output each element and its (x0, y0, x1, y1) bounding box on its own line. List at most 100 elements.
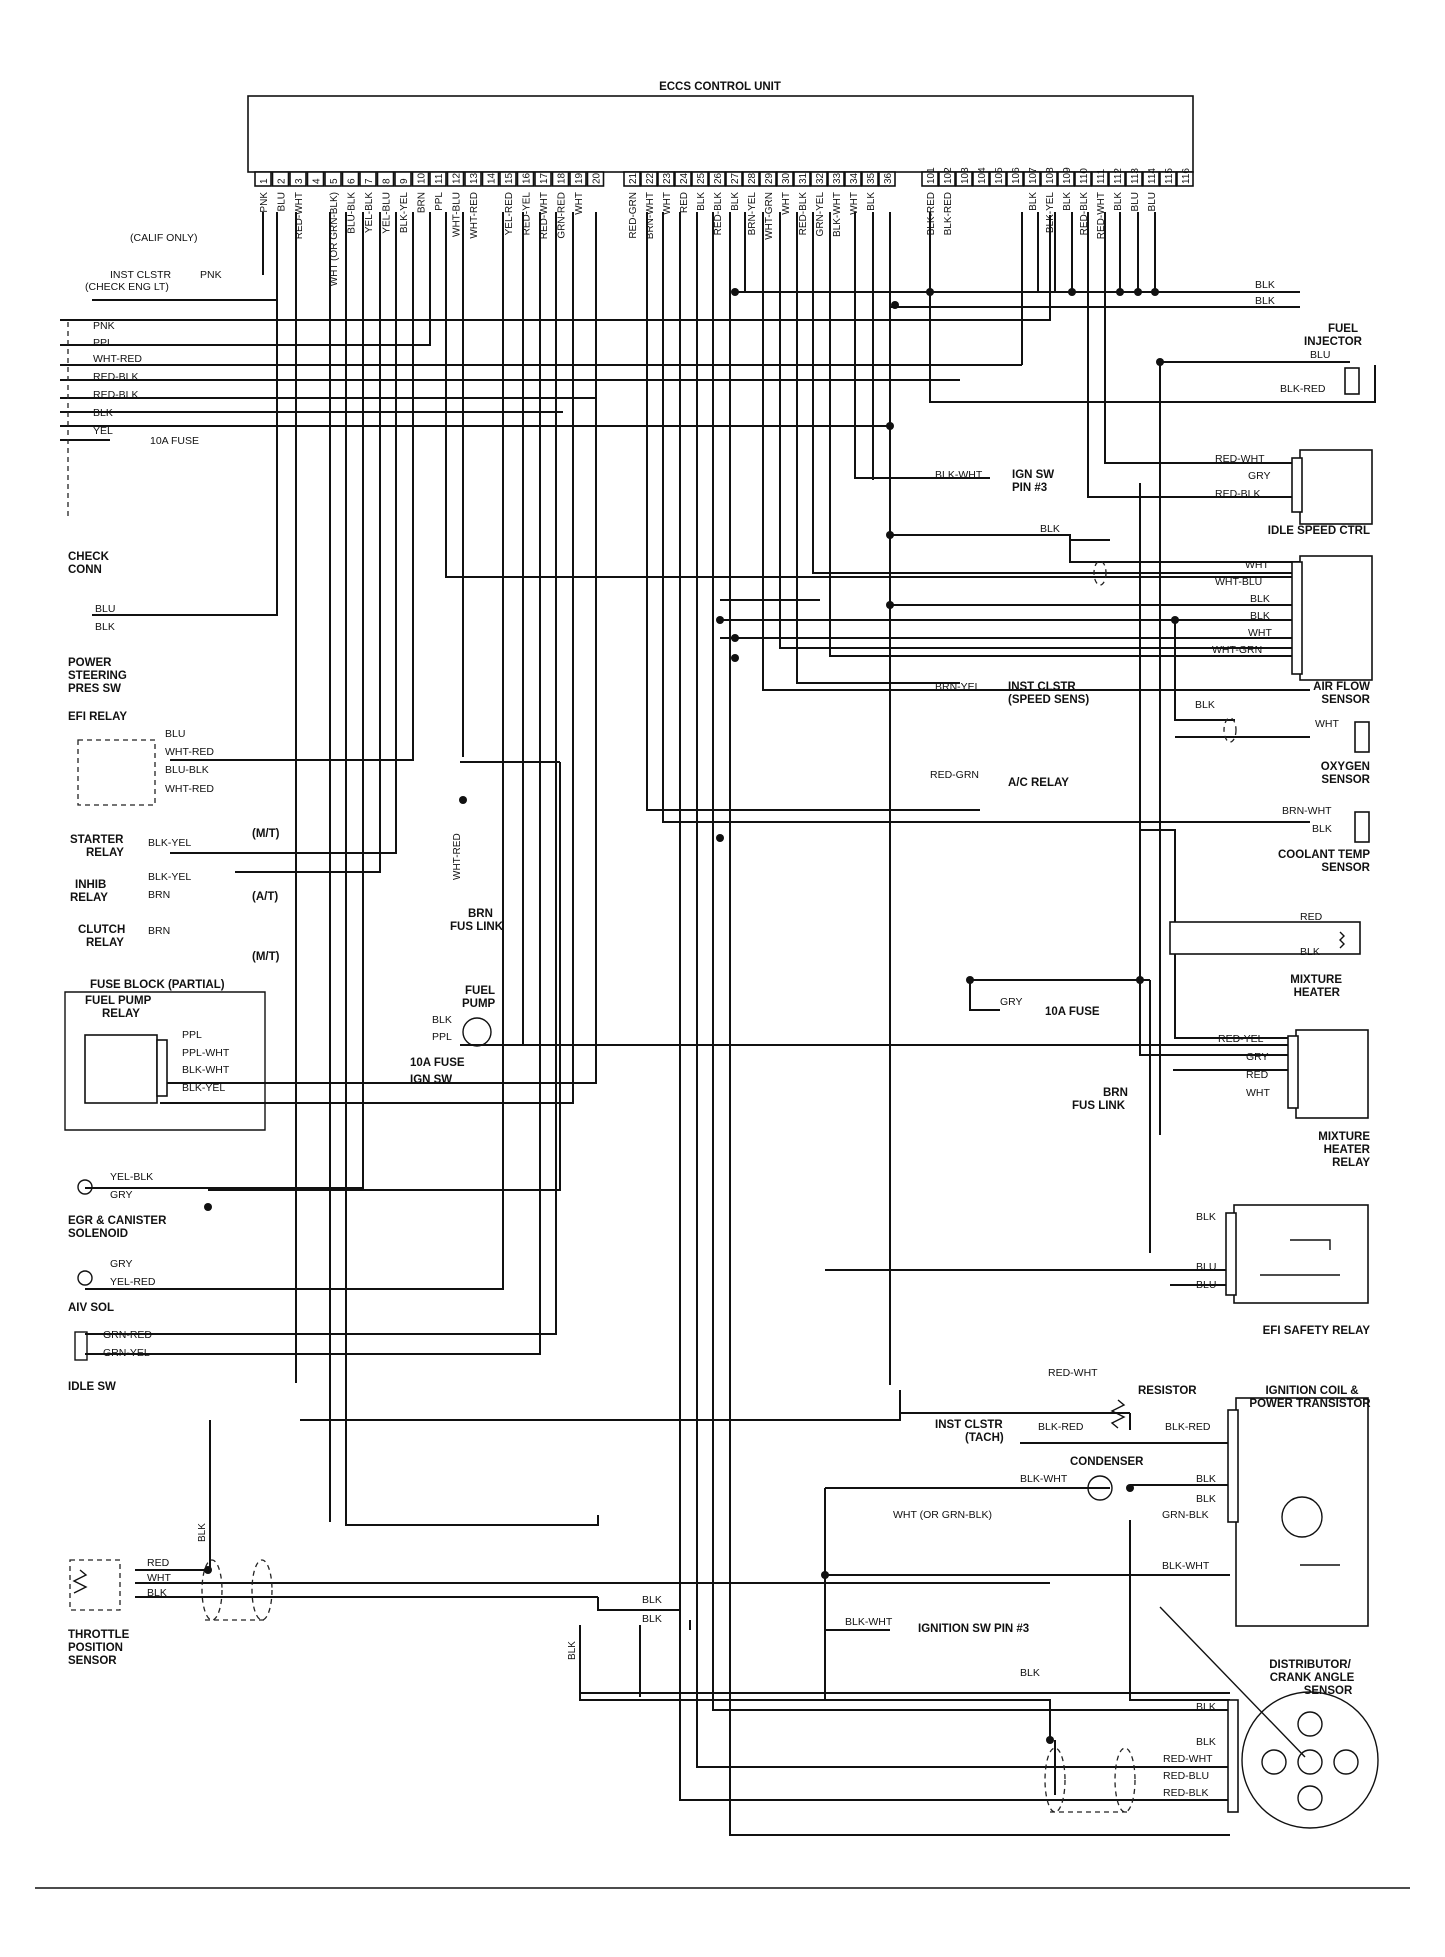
ecu-pin-number: 36 (883, 172, 894, 184)
resistor-wire: RED-WHT (1048, 1367, 1098, 1379)
ecu-pin-number: 20 (592, 172, 603, 184)
ecu-pin-number: 32 (815, 172, 826, 184)
ecu-wire-color: WHT-BLU (452, 192, 463, 237)
ecu-pin-cell (1142, 171, 1160, 187)
ecu-pin-cell (989, 171, 1007, 187)
afs-wire-4: BLK (1250, 610, 1270, 622)
clutch-label-2: RELAY (86, 937, 124, 949)
isc-wire-2: GRY (1248, 470, 1271, 482)
ecu-pin-number: 5 (329, 178, 340, 184)
ecu-pin-cell (759, 171, 777, 187)
ecu-pin-number: 31 (798, 172, 809, 184)
shield-marks (201, 560, 1237, 1813)
ecu-pin-cell (708, 171, 726, 187)
cc-wire-4: RED-BLK (93, 371, 139, 383)
ign-sw-wire: BLK-WHT (935, 469, 983, 481)
ecu-wire-color: BLK (1028, 192, 1039, 211)
fuel-injector (1344, 367, 1360, 395)
fp-fuse-label: 10A FUSE (410, 1057, 465, 1069)
cc-wire-1: PNK (93, 320, 115, 332)
ecu-pin-number: 21 (628, 172, 639, 184)
fp-wire-3: BLK-WHT (182, 1064, 230, 1076)
ecu-pin-number: 3 (294, 178, 305, 184)
ecu-pin-cell (955, 171, 973, 187)
ecu-wire-color: RED-BLK (713, 192, 724, 236)
dist-label-2: CRANK ANGLE (1270, 1672, 1355, 1684)
coil-label-1: IGNITION COIL & (1265, 1385, 1358, 1397)
dist-wire-3: RED-WHT (1163, 1753, 1213, 1765)
ecu-wire-color: BRN-YEL (747, 192, 758, 236)
ecu-wire-color: PNK (259, 192, 270, 213)
ecu-pin-number: 111 (1096, 168, 1107, 184)
ecu-pin-cell (429, 171, 447, 187)
ecu-pin-cell (742, 171, 760, 187)
ecu-pin-cell (861, 171, 879, 187)
ecu-wire-color: WHT (OR GRN-BLK) (329, 192, 340, 286)
ecu-pin-number: 101 (926, 167, 937, 184)
brn-fus-2: FUS LINK (450, 921, 504, 933)
ecu-pin-number: 104 (977, 167, 988, 184)
ecu-wire-color: WHT (781, 192, 792, 215)
ecu-pin-cell (972, 171, 990, 187)
brn-fus-1: BRN (468, 908, 493, 920)
ecu-wire-color: WHT-GRN (764, 192, 775, 240)
idle-sw-shape (74, 1331, 88, 1361)
ecu-pin-cell (938, 171, 956, 187)
efi-safety-relay-box (1225, 1204, 1369, 1304)
fuel-pump-wire-2: PPL (432, 1031, 452, 1043)
afs-wire-3: BLK (1250, 593, 1270, 605)
fp-relay-label-1: FUEL PUMP (85, 995, 152, 1007)
efi-relay-shape (77, 739, 156, 806)
ecu-wire-color: YEL-BLK (364, 192, 375, 233)
tach-wire: BLK-RED (1038, 1421, 1084, 1433)
ecu-pin-cell (827, 171, 845, 187)
ecu-pin-number: 14 (487, 172, 498, 184)
ecu-wire-color: RED-WHT (294, 192, 305, 239)
ecu-pin-number: 114 (1147, 168, 1158, 184)
tps-shape (69, 1559, 121, 1611)
dist-label-3: SENSOR (1304, 1685, 1353, 1697)
ecu-wire-color: BLK-YEL (399, 192, 410, 234)
ecu-wire-color: BLK (696, 192, 707, 211)
ecu-pin-number: 15 (504, 172, 515, 184)
coil-wire-3: GRN-BLK (1162, 1509, 1209, 1521)
tach-label-1: INST CLSTR (935, 1419, 1003, 1431)
ecu-pin-number: 16 (522, 172, 533, 184)
mixture-heater (1169, 921, 1361, 955)
isc-wire-3: RED-BLK (1215, 488, 1261, 500)
ecu-pin-cell (674, 171, 692, 187)
ecu-wire-color: GRN-RED (557, 192, 568, 239)
mhr-wire-2: GRY (1246, 1051, 1269, 1063)
efi-wire-3: BLU-BLK (165, 764, 209, 776)
resistor-symbol (1110, 1399, 1126, 1429)
ecu-wire-color: BLU (1130, 192, 1141, 211)
mhr-brn-1: BRN (1103, 1087, 1128, 1099)
mh-label-2: HEATER (1294, 987, 1341, 999)
ign-sw-label: IGN SW (1012, 469, 1054, 481)
blk-vertical-2: BLK (567, 1641, 578, 1660)
efis-label: EFI SAFETY RELAY (1263, 1325, 1371, 1337)
ecu-pin-number: 103 (960, 167, 971, 184)
ecu-pin-number: 18 (557, 172, 568, 184)
resistor-label: RESISTOR (1138, 1385, 1197, 1397)
efis-wire-2: BLU (1196, 1261, 1216, 1273)
cts-label-1: COOLANT TEMP (1278, 849, 1370, 861)
air-flow-sensor-box (1291, 555, 1373, 681)
afs-wire-5: WHT (1248, 627, 1272, 639)
fp-wire-4: BLK-YEL (182, 1082, 225, 1094)
ps-wire-1: BLU (95, 603, 115, 615)
egr-label-1: EGR & CANISTER (68, 1215, 167, 1227)
ecu-wire-color: BLU (1147, 192, 1158, 211)
ecu-wire-color: RED-BLK (1079, 192, 1090, 236)
ignition-coil-box (1227, 1397, 1369, 1627)
cc-wire-6: BLK (93, 407, 113, 419)
efi-relay-label: EFI RELAY (68, 711, 127, 723)
cts-label-2: SENSOR (1321, 862, 1370, 874)
ecu-pin-number: 34 (849, 172, 860, 184)
mhr-label-2: HEATER (1324, 1144, 1371, 1156)
ecu-wire-color: PPL (434, 192, 445, 211)
ign-pin3-label: IGNITION SW PIN #3 (918, 1623, 1029, 1635)
check-conn-label-2: CONN (68, 564, 102, 576)
ecu-pin-number: 10 (417, 172, 428, 184)
